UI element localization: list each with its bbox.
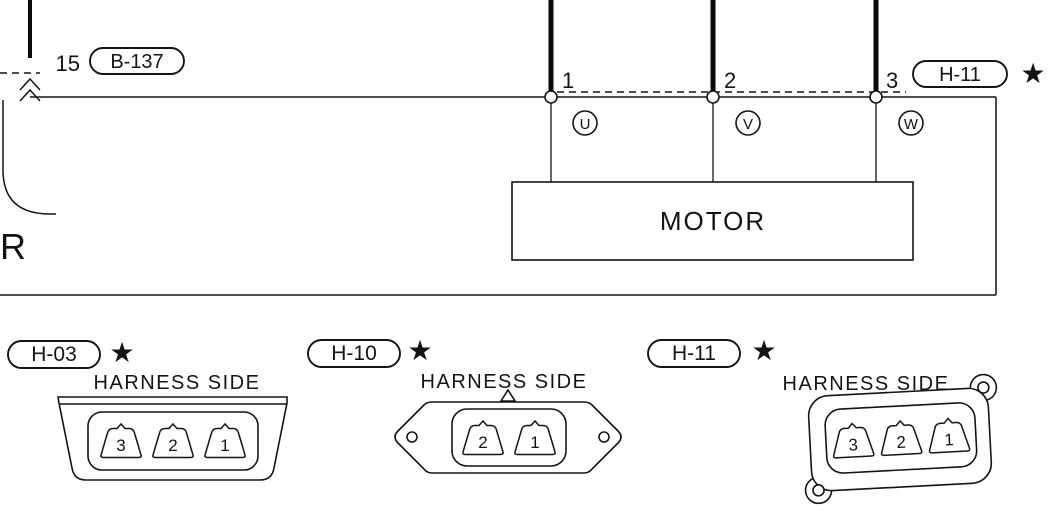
pin-terminal: 3 xyxy=(831,421,875,459)
pin-terminal: 1 xyxy=(927,416,971,454)
pin-number: 3 xyxy=(848,435,858,454)
pin-terminal: 2 xyxy=(462,420,504,456)
pin-number-1: 1 xyxy=(562,68,574,93)
connector-label: H-11 xyxy=(939,64,981,86)
connector-housing: 3 2 1 xyxy=(804,373,998,505)
mount-hole xyxy=(977,381,990,394)
phase-letter: U xyxy=(580,116,591,133)
connector-label: B-137 xyxy=(110,51,163,73)
connector-label-box xyxy=(89,47,185,75)
pin-terminal: 2 xyxy=(152,423,194,459)
star-icon: ★ xyxy=(1020,58,1045,89)
connector-label: H-03 xyxy=(31,343,77,366)
phase-letter: W xyxy=(904,116,919,133)
star-icon: ★ xyxy=(751,335,776,366)
phase-u-badge: U xyxy=(572,110,598,136)
terminal-point-3 xyxy=(869,90,883,104)
pin-number: 3 xyxy=(116,436,125,455)
pin-number: 1 xyxy=(530,433,539,452)
connector-h03: H-03 ★ HARNESS SIDE 3 2 1 xyxy=(7,337,288,481)
phase-letter: V xyxy=(743,116,753,133)
connector-label-box xyxy=(912,60,1008,88)
circuit-lines xyxy=(0,0,997,296)
star-icon: ★ xyxy=(407,335,432,366)
pin-number: 1 xyxy=(220,436,229,455)
pin-terminal: 1 xyxy=(204,423,246,459)
harness-side-label: HARNESS SIDE xyxy=(783,373,950,395)
pin-terminal: 2 xyxy=(879,419,923,457)
connector-label: H-10 xyxy=(331,342,377,365)
terminal-point-2 xyxy=(706,90,720,104)
phase-circle xyxy=(572,110,598,136)
pin-number-15: 15 xyxy=(56,51,80,76)
harness-side-label: HARNESS SIDE xyxy=(421,371,588,393)
pin-number: 2 xyxy=(168,436,177,455)
mount-hole xyxy=(406,431,418,443)
harness-side-label: HARNESS SIDE xyxy=(94,372,261,394)
connector-h10: H-10 ★ HARNESS SIDE 2 1 xyxy=(307,335,622,474)
phase-circle xyxy=(898,110,924,136)
connector-h11: H-11 ★ HARNESS SIDE 3 2 1 xyxy=(647,335,998,505)
continuation-arrow-icon xyxy=(19,77,41,91)
connector-ref-h11-top: 1 2 3 H-11 ★ xyxy=(562,58,1046,93)
index-mark-icon xyxy=(499,388,517,402)
continuation-arrow-icon xyxy=(19,88,41,102)
cutoff-text: R xyxy=(0,226,26,267)
mount-hole xyxy=(598,431,610,443)
phase-w-badge: W xyxy=(898,110,924,136)
connector-label-box xyxy=(307,339,401,368)
motor-label: MOTOR xyxy=(660,206,766,236)
pin-number-3: 3 xyxy=(886,68,898,93)
star-icon: ★ xyxy=(109,337,134,368)
pin-terminal: 3 xyxy=(100,423,142,459)
pin-number: 2 xyxy=(896,433,906,452)
pin-number: 1 xyxy=(944,430,954,449)
pin-number: 2 xyxy=(478,433,487,452)
connector-label-box xyxy=(647,339,741,368)
phase-v-badge: V xyxy=(735,110,761,136)
pin-terminal: 1 xyxy=(514,420,556,456)
motor-box xyxy=(511,181,914,261)
connector-label-box xyxy=(7,340,101,369)
mount-hole xyxy=(812,484,825,497)
phase-circle xyxy=(735,110,761,136)
wire-left-bend xyxy=(2,100,56,215)
connector-label: H-11 xyxy=(672,342,716,365)
terminal-point-1 xyxy=(544,90,558,104)
pin-number-2: 2 xyxy=(724,68,736,93)
connector-ref-b137: 15 B-137 xyxy=(56,47,185,76)
